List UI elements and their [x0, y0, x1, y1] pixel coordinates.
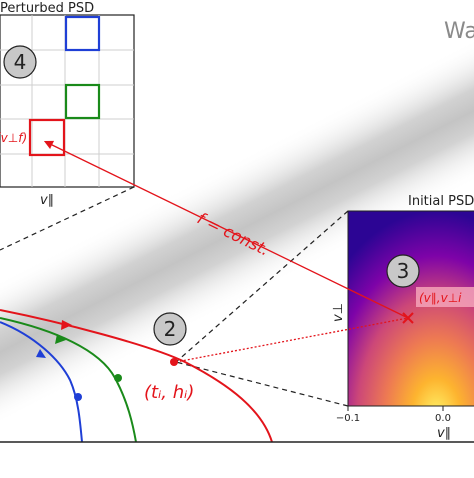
initial-projection-line-bottom [175, 361, 349, 407]
dotted-link-line [175, 317, 409, 363]
green-trajectory-point [114, 374, 122, 382]
blue-trajectory-point [74, 393, 82, 401]
blue-trajectory [0, 321, 83, 443]
initial-point-label: (v∥,v⊥i [419, 291, 462, 305]
green-cell [64, 83, 101, 120]
initial-x-label: v∥ [437, 426, 451, 441]
perturbed-point-label: (v⊥f) [0, 131, 27, 145]
initial-y-label: v⊥ [331, 303, 346, 322]
initial-x-ticks [347, 406, 444, 411]
badge-4: 4 [14, 50, 27, 74]
initial-x-tick-1: −0.1 [336, 413, 360, 424]
initial-psd-panel: Initial PSD 3 (v∥,v⊥i v⊥ −0.1 0.0 v∥ [331, 194, 474, 441]
psd-x-marker [402, 312, 414, 324]
red-trajectory-point [170, 358, 178, 366]
green-trajectory [0, 317, 137, 443]
initial-projection-line-top [175, 210, 349, 363]
badge-2-circle [153, 312, 187, 346]
red-trajectory [0, 309, 273, 443]
blue-trajectory-arrow [36, 349, 46, 358]
initial-x-tick-2: 0.0 [435, 413, 451, 424]
initial-title: Initial PSD [408, 194, 474, 209]
trajectory-point-label: (tᵢ, hᵢ) [144, 382, 194, 403]
initial-point-label-bg [416, 287, 474, 307]
badge-4-circle [3, 45, 37, 79]
perturbed-psd-panel: Perturbed PSD 4 (v⊥f) v∥ [0, 1, 135, 208]
perturbed-x-label: v∥ [40, 193, 54, 208]
badge-2: 2 [164, 317, 177, 341]
green-trajectory-arrow [55, 334, 66, 344]
red-trajectory-arrow [61, 320, 72, 330]
wave-band [0, 8, 474, 452]
perturbed-title: Perturbed PSD [0, 1, 94, 16]
red-cell [28, 118, 66, 157]
badge-3-circle [386, 254, 420, 288]
perturbed-projection-line [0, 186, 135, 251]
badge-3: 3 [397, 259, 410, 283]
f-const-arrow [43, 140, 409, 319]
blue-cell [64, 15, 101, 52]
wave-label: Wa [444, 19, 474, 44]
